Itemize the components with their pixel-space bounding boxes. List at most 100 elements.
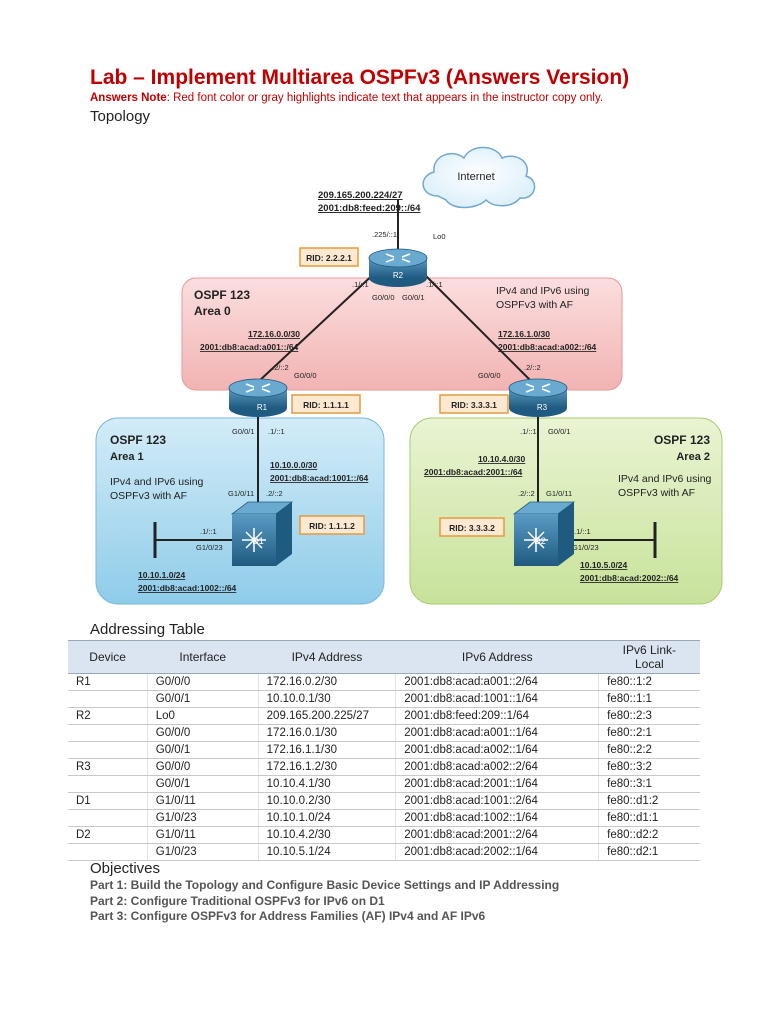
router-r3-icon [508,378,568,417]
d1-up-addr: .2/::2 [266,489,283,498]
link-r1d1-v4: 10.10.0.0/30 [270,460,318,470]
objective-item: Part 3: Configure OSPFv3 for Address Fam… [90,909,486,923]
switch-d1-icon [230,501,294,566]
r2-g001-label: G0/0/1 [402,293,425,302]
d1-lan-if: G1/0/23 [196,543,223,552]
area2-subtitle: Area 2 [676,451,710,463]
cell-ipv4: 10.10.4.2/30 [257,826,396,844]
cell-ipv4: 172.16.0.2/30 [257,673,396,691]
cell-ipv4: 172.16.0.1/30 [257,724,396,742]
r1-down-if: G0/0/1 [232,427,255,436]
rid-r1-label: RID: 1.1.1.1 [303,400,349,410]
rid-r3-box: RID: 3.3.3.1 [439,394,509,414]
cell-ipv6: 2001:db8:acad:2001::1/64 [395,775,599,793]
lan-d1-v4: 10.10.1.0/24 [138,570,186,580]
rid-r1-box: RID: 1.1.1.1 [291,394,361,414]
cell-interface: G0/0/0 [146,724,259,742]
col-device: Device [68,640,148,674]
cell-device: R2 [68,707,148,725]
link-r1r2-v6: 2001:db8:acad:a001::/64 [200,342,299,352]
answers-note-label: Answers Note [90,92,167,104]
objective-item: Part 1: Build the Topology and Configure… [90,878,560,892]
objectives-heading: Objectives [90,860,161,877]
r2-g000-label: G0/0/0 [372,293,395,302]
cell-link-local: fe80::3:1 [598,775,700,793]
r1-up-addr: .2/::2 [272,363,289,372]
internet-label: Internet [457,171,494,183]
link-r3d2-v4: 10.10.4.0/30 [478,454,526,464]
area1-title: OSPF 123 [110,433,166,447]
cell-ipv6: 2001:db8:acad:1001::1/64 [395,690,599,708]
r2-right-addr: .1/::1 [426,280,443,289]
objectives-list: Part 1: Build the Topology and Configure… [90,878,559,925]
topology-diagram: Internet 209.165.200.224/27 2001:db8:fee… [95,146,723,605]
cell-interface: Lo0 [146,707,259,725]
addressing-heading: Addressing Table [90,621,205,638]
lan-d2-v4: 10.10.5.0/24 [580,560,628,570]
cell-device [68,724,148,742]
objective-item: Part 2: Configure Traditional OSPFv3 for… [90,893,385,908]
cell-interface: G0/0/1 [146,741,259,759]
cell-ipv6: 2001:db8:acad:1002::1/64 [395,809,599,827]
cell-ipv6: 2001:db8:acad:2002::1/64 [395,843,599,861]
cell-ipv4: 10.10.0.2/30 [257,792,396,810]
cell-ipv4: 172.16.1.2/30 [257,758,396,776]
d1-lan-addr: .1/::1 [200,527,217,536]
cell-ipv4: 10.10.4.1/30 [257,775,396,793]
internet-cloud-icon [422,146,536,209]
topology-heading: Topology [90,108,151,125]
area1-subtitle: Area 1 [110,451,144,463]
cell-ipv4: 172.16.1.1/30 [257,741,396,759]
cell-link-local: fe80::2:2 [598,741,700,759]
area1-note-line1: IPv4 and IPv6 using [110,476,204,488]
page-title: Lab – Implement Multiarea OSPFv3 (Answer… [90,66,630,89]
cell-link-local: fe80::1:1 [598,690,700,708]
area0-note-line2: OSPFv3 with AF [496,299,573,311]
cell-device [68,775,148,793]
router-r3-label: R3 [537,403,548,412]
area0-title: OSPF 123 [194,288,250,302]
cell-interface: G1/0/11 [146,826,259,844]
r2-lo-if: Lo0 [433,232,446,241]
rid-d2-label: RID: 3.3.3.2 [449,523,495,533]
area2-note-line2: OSPFv3 with AF [618,487,695,499]
lan-d1-v6: 2001:db8:acad:1002::/64 [138,583,237,593]
d2-lan-if: G1/0/23 [572,543,599,552]
col-ipv6-link-local: IPv6 Link- Local [598,640,700,674]
d2-up-addr: .2/::2 [518,489,535,498]
link-r1d1-v6: 2001:db8:acad:1001::/64 [270,473,369,483]
cell-device: D2 [68,826,148,844]
r3-up-addr: .2/::2 [524,363,541,372]
cell-device [68,809,148,827]
cell-device: D1 [68,792,148,810]
link-r1-r2 [257,269,379,383]
table-header-row: Device Interface IPv4 Address IPv6 Addre… [68,640,700,674]
cell-device [68,843,148,861]
cell-device: R1 [68,673,148,691]
cell-device: R3 [68,758,148,776]
switch-d2-label: D2 [534,536,546,546]
cell-ipv4: 10.10.5.1/24 [257,843,396,861]
cell-ipv6: 2001:db8:acad:a002::2/64 [395,758,599,776]
cell-ipv6: 2001:db8:acad:2001::2/64 [395,826,599,844]
col-ipv6: IPv6 Address [395,640,599,674]
cell-interface: G0/0/0 [146,673,259,691]
cell-ipv6: 2001:db8:acad:1001::2/64 [395,792,599,810]
cell-interface: G0/0/0 [146,758,259,776]
router-r1-label: R1 [257,403,268,412]
cell-link-local: fe80::2:3 [598,707,700,725]
r2-net-v6: 2001:db8:feed:209::/64 [318,203,421,214]
addressing-table: Device Interface IPv4 Address IPv6 Addre… [68,640,700,861]
rid-r3-label: RID: 3.3.3.1 [451,400,497,410]
link-r1r2-v4: 172.16.0.0/30 [248,329,300,339]
link-r3d2-v6: 2001:db8:acad:2001::/64 [424,467,523,477]
cell-link-local: fe80::d1:2 [598,792,700,810]
cell-link-local: fe80::d2:1 [598,843,700,861]
d1-up-if: G1/0/11 [228,489,254,498]
